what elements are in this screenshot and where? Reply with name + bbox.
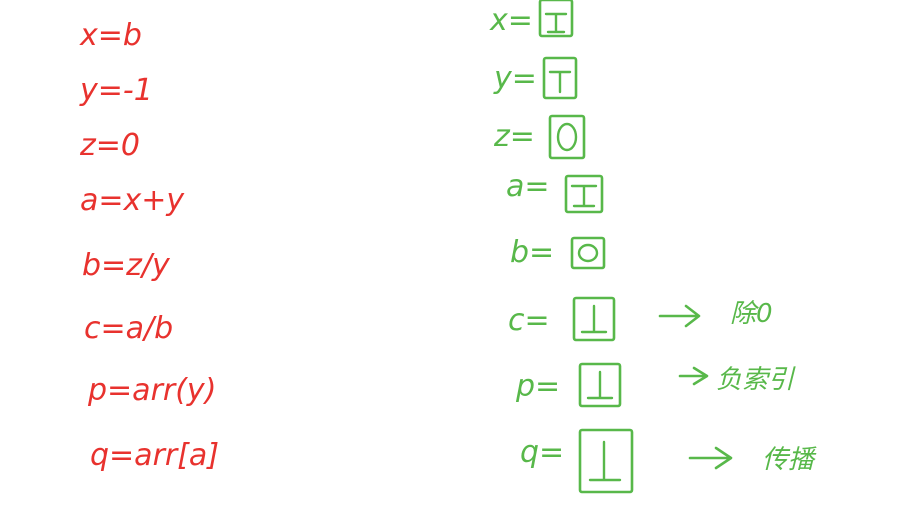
left-line-2: y=-1	[79, 73, 153, 108]
zero-symbol-icon	[570, 236, 606, 270]
right-column: x= y= z= a= b= c=	[489, 0, 817, 494]
right-note-8: 传播	[762, 445, 817, 475]
bottom-symbol-icon	[578, 428, 634, 494]
right-note-6: 除0	[730, 299, 773, 329]
right-label-1: x=	[489, 3, 533, 38]
int-symbol-icon	[564, 174, 604, 214]
arrow-right-icon	[688, 446, 733, 470]
bottom-symbol-icon	[572, 296, 616, 342]
left-line-3: z=0	[79, 128, 140, 163]
int-symbol-icon	[538, 0, 574, 38]
left-column: x=b y=-1 z=0 a=x+y b=z/y c=a/b p=arr(y) …	[79, 18, 219, 473]
right-label-2: y=	[493, 61, 537, 96]
right-label-4: a=	[506, 169, 550, 204]
int-symbol-icon	[542, 56, 578, 100]
left-line-1: x=b	[79, 18, 142, 53]
arrow-right-icon	[658, 304, 701, 328]
bottom-symbol-icon	[578, 362, 622, 408]
arrow-right-icon	[678, 366, 709, 386]
right-label-7: p=	[515, 369, 560, 404]
left-line-6: c=a/b	[84, 311, 173, 346]
right-label-5: b=	[510, 235, 554, 270]
left-line-4: a=x+y	[80, 183, 185, 218]
zero-symbol-icon	[548, 114, 586, 160]
left-line-5: b=z/y	[82, 248, 171, 283]
right-note-7: 负索引	[716, 365, 796, 395]
right-label-6: c=	[508, 303, 550, 338]
left-line-7: p=arr(y)	[87, 373, 216, 408]
right-label-3: z=	[493, 119, 535, 154]
right-label-8: q=	[520, 435, 564, 470]
left-line-8: q=arr[a]	[90, 438, 219, 473]
